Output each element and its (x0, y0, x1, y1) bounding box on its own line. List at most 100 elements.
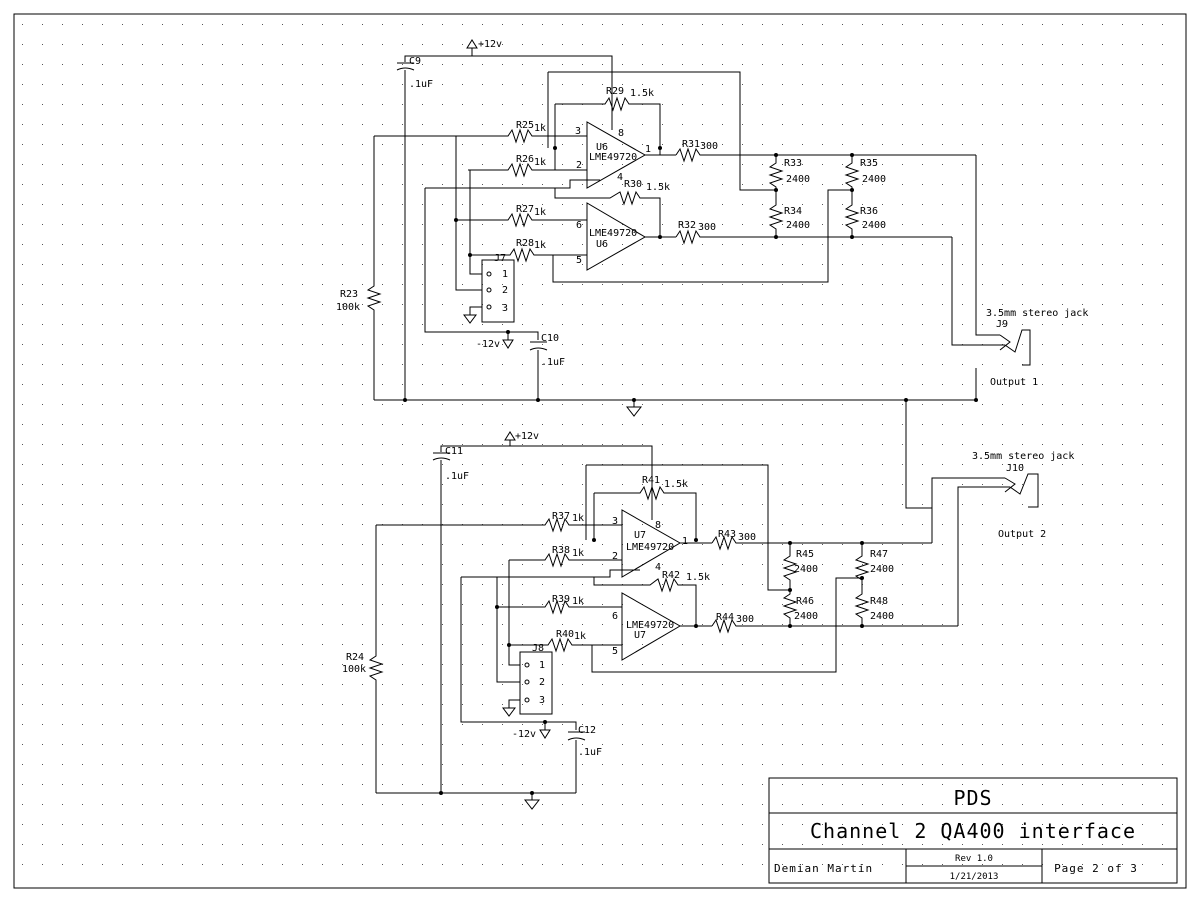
grid-dot (42, 864, 43, 865)
grid-dot (842, 324, 843, 325)
grid-dot (522, 424, 523, 425)
grid-dot (862, 204, 863, 205)
grid-dot (922, 384, 923, 385)
grid-dot (62, 44, 63, 45)
grid-dot (682, 544, 683, 545)
grid-dot (1142, 264, 1143, 265)
grid-dot (1082, 284, 1083, 285)
grid-dot (82, 504, 83, 505)
grid-dot (82, 584, 83, 585)
grid-dot (1162, 384, 1163, 385)
grid-dot (402, 804, 403, 805)
grid-dot (562, 164, 563, 165)
grid-dot (662, 664, 663, 665)
grid-dot (162, 744, 163, 745)
grid-dot (662, 444, 663, 445)
grid-dot (482, 824, 483, 825)
grid-dot (562, 464, 563, 465)
grid-dot (1142, 464, 1143, 465)
grid-dot (22, 24, 23, 25)
grid-dot (722, 484, 723, 485)
grid-dot (802, 624, 803, 625)
grid-dot (1102, 524, 1103, 525)
grid-dot (382, 164, 383, 165)
grid-dot (922, 104, 923, 105)
grid-dot (862, 424, 863, 425)
grid-dot (1022, 804, 1023, 805)
grid-dot (482, 584, 483, 585)
grid-dot (462, 784, 463, 785)
grid-dot (502, 284, 503, 285)
grid-dot (702, 164, 703, 165)
grid-dot (462, 404, 463, 405)
grid-dot (182, 384, 183, 385)
grid-dot (122, 764, 123, 765)
grid-dot (822, 324, 823, 325)
grid-dot (102, 244, 103, 245)
grid-dot (762, 724, 763, 725)
grid-dot (722, 604, 723, 605)
grid-dot (1062, 704, 1063, 705)
grid-dot (402, 564, 403, 565)
opamp-u6a (586, 121, 647, 189)
grid-dot (802, 824, 803, 825)
grid-dot (302, 504, 303, 505)
grid-dot (342, 504, 343, 505)
grid-dot (302, 304, 303, 305)
grid-dot (1062, 24, 1063, 25)
grid-dot (582, 344, 583, 345)
grid-dot (1002, 504, 1003, 505)
grid-dot (622, 264, 623, 265)
grid-dot (982, 164, 983, 165)
grid-dot (1102, 124, 1103, 125)
grid-dot (182, 544, 183, 545)
grid-dot (922, 824, 923, 825)
grid-dot (342, 524, 343, 525)
grid-dot (1102, 244, 1103, 245)
grid-dot (182, 584, 183, 585)
grid-dot (802, 24, 803, 25)
grid-dot (1162, 504, 1163, 505)
grid-dot (82, 104, 83, 105)
grid-dot (922, 64, 923, 65)
grid-dot (102, 704, 103, 705)
grid-dot (242, 784, 243, 785)
grid-dot (1122, 644, 1123, 645)
grid-dot (982, 564, 983, 565)
grid-dot (82, 744, 83, 745)
grid-dot (402, 684, 403, 685)
grid-dot (842, 744, 843, 745)
grid-dot (642, 244, 643, 245)
grid-dot (662, 244, 663, 245)
grid-dot (602, 324, 603, 325)
grid-dot (862, 764, 863, 765)
resistor-r39 (497, 599, 622, 615)
grid-dot (282, 664, 283, 665)
grid-dot (1062, 284, 1063, 285)
grid-dot (462, 84, 463, 85)
grid-dot (142, 424, 143, 425)
grid-dot (822, 204, 823, 205)
grid-dot (322, 44, 323, 45)
grid-dot (222, 544, 223, 545)
grid-dot (1002, 164, 1003, 165)
grid-dot (462, 624, 463, 625)
grid-dot (1122, 664, 1123, 665)
grid-dot (82, 64, 83, 65)
grid-dot (282, 264, 283, 265)
grid-dot (542, 804, 543, 805)
grid-dot (262, 784, 263, 785)
grid-dot (402, 444, 403, 445)
grid-dot (902, 664, 903, 665)
grid-dot (342, 224, 343, 225)
grid-dot (722, 744, 723, 745)
grid-dot (802, 784, 803, 785)
grid-dot (1002, 284, 1003, 285)
grid-dot (82, 804, 83, 805)
grid-dot (922, 84, 923, 85)
grid-dot (902, 324, 903, 325)
grid-dot (842, 804, 843, 805)
grid-dot (1162, 804, 1163, 805)
grid-dot (822, 664, 823, 665)
grid-dot (782, 744, 783, 745)
